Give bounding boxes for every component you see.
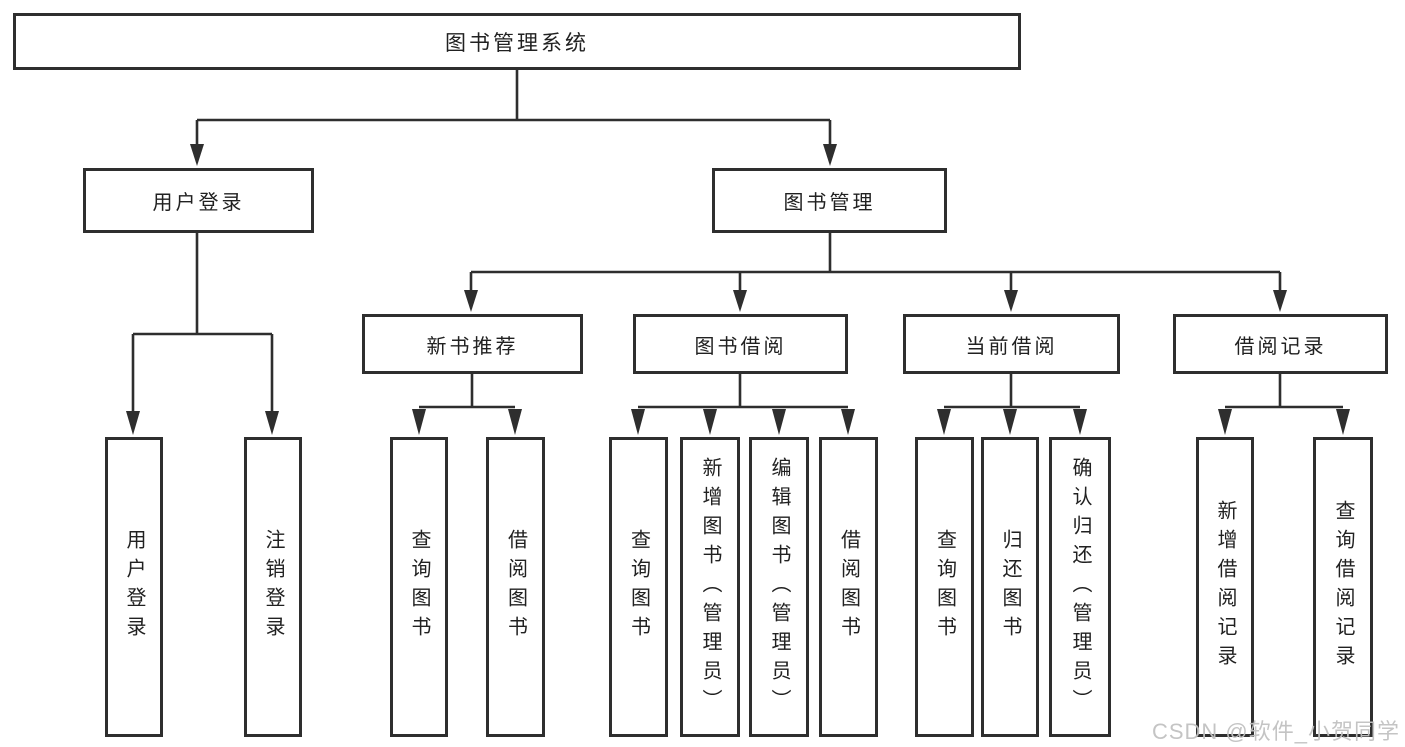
leaf-label: 查询图书 — [933, 529, 956, 645]
leaf-label: 编辑图书（管理员） — [768, 456, 790, 718]
leaf-label: 新增借阅记录 — [1214, 500, 1236, 674]
leaf-label: 归还图书 — [999, 529, 1021, 645]
leaf-label: 查询图书 — [408, 529, 430, 645]
arrowhead — [265, 411, 279, 435]
leaf-return-books: 归还图书 — [981, 437, 1039, 737]
leaf-label: 用户登录 — [123, 529, 145, 645]
leaf-borrow-books-recommend: 借阅图书 — [486, 437, 545, 737]
leaf-label: 借阅图书 — [837, 529, 860, 645]
leaf-label: 查询借阅记录 — [1332, 500, 1354, 674]
leaf-label: 新增图书（管理员） — [699, 456, 721, 718]
node-borrow-records: 借阅记录 — [1173, 314, 1388, 374]
leaf-query-books-current: 查询图书 — [915, 437, 974, 737]
node-root-library-system: 图书管理系统 — [13, 13, 1021, 70]
leaf-logout: 注销登录 — [244, 437, 302, 737]
arrowhead — [841, 409, 855, 435]
arrowhead — [772, 409, 786, 435]
arrowhead — [937, 409, 951, 435]
arrowhead — [190, 144, 204, 166]
leaf-add-books-admin: 新增图书（管理员） — [680, 437, 740, 737]
arrowhead — [733, 290, 747, 312]
leaf-edit-books-admin: 编辑图书（管理员） — [749, 437, 809, 737]
node-current-borrowing: 当前借阅 — [903, 314, 1120, 374]
leaf-add-borrow-record: 新增借阅记录 — [1196, 437, 1254, 737]
arrowhead — [703, 409, 717, 435]
leaf-query-borrow-record: 查询借阅记录 — [1313, 437, 1373, 737]
leaf-query-books-recommend: 查询图书 — [390, 437, 448, 737]
arrowhead — [1004, 290, 1018, 312]
node-user-login: 用户登录 — [83, 168, 314, 233]
arrowhead — [1218, 409, 1232, 435]
arrowhead — [1336, 409, 1350, 435]
leaf-label: 查询图书 — [627, 529, 650, 645]
leaf-label: 借阅图书 — [504, 529, 527, 645]
leaf-borrow-books-borrowing: 借阅图书 — [819, 437, 878, 737]
leaf-label: 确认归还（管理员） — [1069, 456, 1091, 718]
arrowhead — [631, 409, 645, 435]
tree-edges — [131, 70, 1343, 413]
arrowhead — [1073, 409, 1087, 435]
node-book-borrowing: 图书借阅 — [633, 314, 848, 374]
leaf-user-login: 用户登录 — [105, 437, 163, 737]
arrowheads — [126, 144, 1350, 435]
leaf-confirm-return-admin: 确认归还（管理员） — [1049, 437, 1111, 737]
arrowhead — [508, 409, 522, 435]
arrowhead — [412, 409, 426, 435]
csdn-watermark: CSDN @软件_小贺同学 — [1151, 719, 1400, 744]
node-book-management: 图书管理 — [712, 168, 947, 233]
leaf-query-books-borrowing: 查询图书 — [609, 437, 668, 737]
arrowhead — [126, 411, 140, 435]
arrowhead — [1273, 290, 1287, 312]
arrowhead — [464, 290, 478, 312]
arrowhead — [823, 144, 837, 166]
node-new-book-recommend: 新书推荐 — [362, 314, 583, 374]
leaf-label: 注销登录 — [262, 529, 284, 645]
arrowhead — [1003, 409, 1017, 435]
